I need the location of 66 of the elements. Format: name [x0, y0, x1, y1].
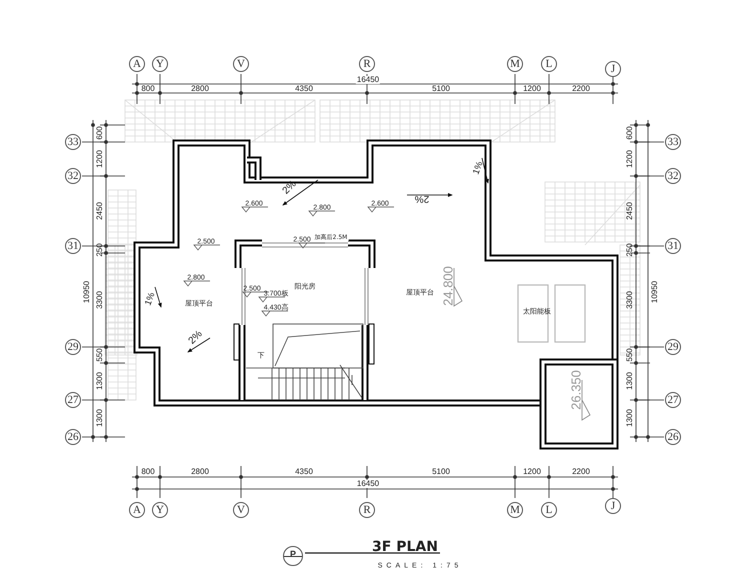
dimension-text: 800	[141, 468, 155, 476]
grid-bubble: V	[233, 502, 249, 518]
grid-bubble: Y	[152, 502, 168, 518]
grid-bubble: J	[605, 61, 621, 77]
dimension-text: 16450	[356, 480, 380, 488]
dimension-text: 5100	[432, 468, 450, 476]
grid-bubble: 29	[665, 339, 681, 355]
dimension-text: 250	[96, 243, 104, 257]
dimension-text: 800	[141, 85, 155, 93]
grid-bubble: 32	[665, 168, 681, 184]
grid-bubble: M	[507, 56, 523, 72]
grid-bubble: 33	[65, 134, 81, 150]
dimension-text: 10950	[83, 280, 91, 304]
dimension-text: 2800	[191, 468, 209, 476]
grid-bubble: 26	[665, 429, 681, 445]
dimension-text: 2200	[572, 468, 590, 476]
dimension-text: 2200	[572, 85, 590, 93]
grid-bubble: R	[359, 56, 375, 72]
level-text: 24.800	[442, 266, 454, 306]
dimension-text: 550	[626, 348, 634, 362]
grid-bubble: 31	[665, 238, 681, 254]
dimension-text: 2450	[626, 202, 634, 220]
dimension-text: 2450	[96, 202, 104, 220]
dimension-text: 10950	[651, 280, 659, 304]
dimension-text: 550	[96, 348, 104, 362]
dimension-text: 600	[626, 126, 634, 140]
grid-bubble: L	[541, 502, 557, 518]
slope-text: 2%	[187, 329, 205, 347]
dimension-text: 1300	[626, 409, 634, 427]
dimension-text: 600	[96, 126, 104, 140]
slope-text: 2%	[281, 179, 299, 197]
dimension-text: 5100	[432, 85, 450, 93]
grid-bubble: A	[129, 502, 145, 518]
dimension-text: 1300	[626, 372, 634, 390]
dimension-text: 1300	[96, 372, 104, 390]
dimension-text: 3300	[626, 291, 634, 309]
grid-bubble: 33	[665, 134, 681, 150]
slope-text: 1%	[144, 291, 156, 307]
dimension-text: 4350	[295, 85, 313, 93]
grid-bubble: J	[605, 498, 621, 514]
grid-bubble: 29	[65, 339, 81, 355]
dimension-text: 1300	[96, 409, 104, 427]
dimension-text: 4350	[295, 468, 313, 476]
grid-bubble: 27	[665, 392, 681, 408]
dimension-text: 1200	[626, 150, 634, 168]
dimension-text: 16450	[356, 76, 380, 84]
slope-text: 1%	[472, 160, 484, 176]
grid-bubble: 32	[65, 168, 81, 184]
grid-bubble: A	[129, 56, 145, 72]
grid-bubble: R	[359, 502, 375, 518]
dimension-text: 1200	[96, 150, 104, 168]
grid-bubble: L	[541, 56, 557, 72]
grid-bubble: 31	[65, 238, 81, 254]
grid-bubble: 26	[65, 429, 81, 445]
dimension-text: 1200	[523, 468, 541, 476]
slope-text: 2%	[414, 193, 430, 203]
dimension-text: 2800	[191, 85, 209, 93]
grid-bubble: M	[507, 502, 523, 518]
grid-bubble: 27	[65, 392, 81, 408]
level-text: 26.350	[570, 370, 582, 410]
dimension-text: 1200	[523, 85, 541, 93]
plan-title: 3F PLAN	[372, 540, 438, 554]
grid-bubble: Y	[152, 56, 168, 72]
dimension-text: 3300	[96, 291, 104, 309]
grid-bubble: V	[233, 56, 249, 72]
dimension-text: 250	[626, 243, 634, 257]
